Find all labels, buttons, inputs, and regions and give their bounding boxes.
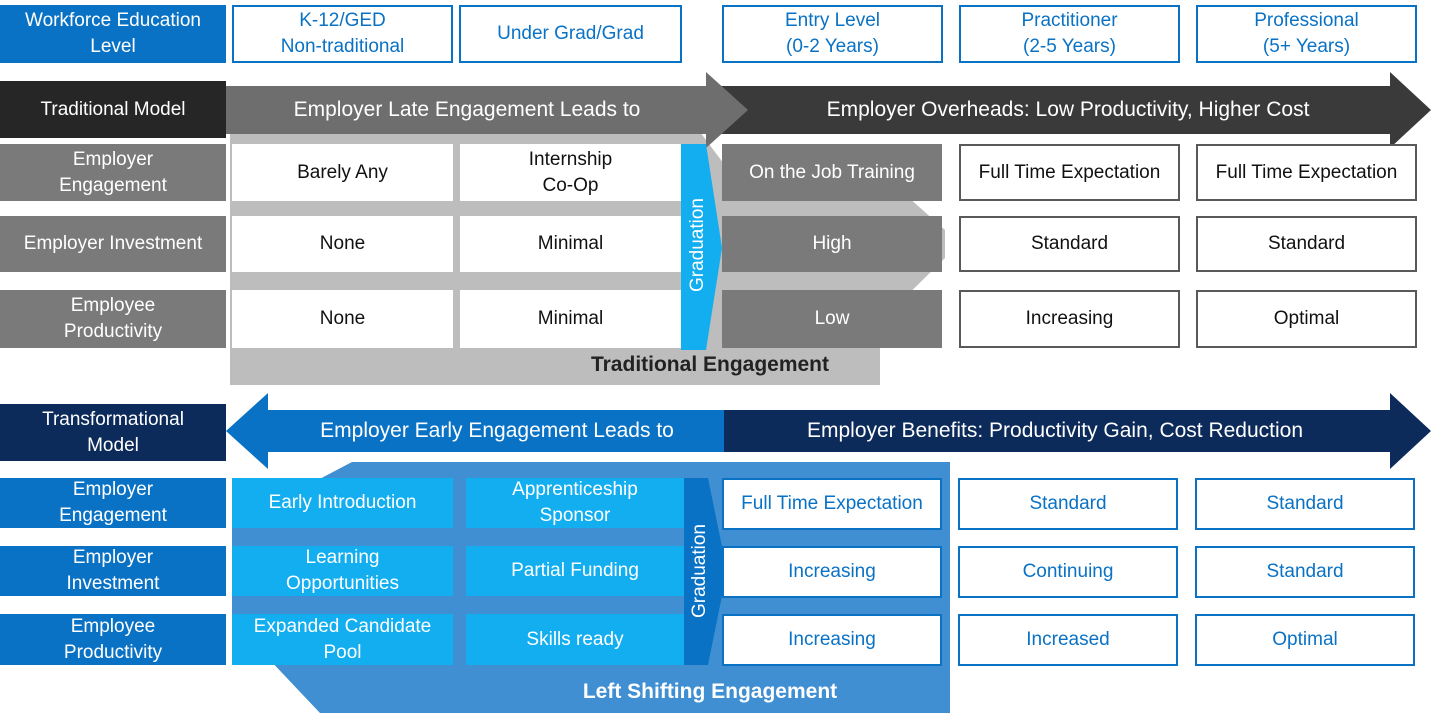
traditional-arrow-dark: [700, 72, 1431, 148]
trans-cell: Partial Funding: [466, 546, 684, 596]
trans-row-label-engagement: Employer Engagement: [0, 478, 226, 528]
trans-cell: Standard: [1195, 546, 1415, 598]
graduation-arrow-traditional: [681, 144, 722, 350]
trans-cell: Apprenticeship Sponsor: [466, 478, 684, 528]
trad-cell: Full Time Expectation: [1196, 144, 1417, 201]
level-practitioner: Practitioner (2-5 Years): [959, 5, 1180, 63]
level-k12: K-12/GED Non-traditional: [232, 5, 453, 63]
trad-cell: Standard: [1196, 216, 1417, 272]
trans-cell: Expanded Candidate Pool: [232, 614, 453, 665]
trad-cell: Optimal: [1196, 290, 1417, 348]
trans-cell: Full Time Expectation: [722, 478, 942, 530]
transformational-model-label: Transformational Model: [0, 404, 226, 461]
traditional-arrow-right-text: Employer Overheads: Low Productivity, Hi…: [826, 98, 1310, 121]
trad-row-label-engagement: Employer Engagement: [0, 144, 226, 201]
traditional-arrow-grey: [226, 72, 748, 148]
trans-row-label-productivity: Employee Productivity: [0, 614, 226, 665]
trad-cell: On the Job Training: [722, 144, 942, 201]
trad-cell: None: [232, 290, 453, 348]
trad-cell: Increasing: [959, 290, 1180, 348]
trad-row-label-investment: Employer Investment: [0, 216, 226, 272]
transformational-graduation-label: Graduation: [689, 524, 710, 619]
trans-cell: Learning Opportunities: [232, 546, 453, 596]
left-shifting-engagement-label: Left Shifting Engagement: [582, 680, 838, 703]
graduation-arrow-transformational: [684, 478, 727, 665]
trans-cell: Continuing: [958, 546, 1178, 598]
trad-cell: None: [232, 216, 453, 272]
traditional-engagement-label: Traditional Engagement: [590, 353, 830, 376]
transformational-arrow-left-text: Employer Early Engagement Leads to: [320, 419, 674, 442]
trans-cell: Standard: [958, 478, 1178, 530]
traditional-arrow-left-text: Employer Late Engagement Leads to: [293, 98, 641, 121]
level-undergrad: Under Grad/Grad: [459, 5, 682, 63]
trad-cell: Low: [722, 290, 942, 348]
education-level-label: Workforce Education Level: [0, 5, 226, 63]
trans-cell: Increased: [958, 614, 1178, 666]
traditional-model-label: Traditional Model: [0, 81, 226, 138]
traditional-graduation-label: Graduation: [687, 198, 708, 293]
trans-cell: Early Introduction: [232, 478, 453, 528]
trans-cell: Skills ready: [466, 614, 684, 665]
trad-cell: Standard: [959, 216, 1180, 272]
trad-cell: Full Time Expectation: [959, 144, 1180, 201]
trad-row-label-productivity: Employee Productivity: [0, 290, 226, 348]
trans-cell: Optimal: [1195, 614, 1415, 666]
trans-row-label-investment: Employer Investment: [0, 546, 226, 596]
trad-cell: Internship Co-Op: [460, 144, 681, 201]
trad-cell: Barely Any: [232, 144, 453, 201]
trans-cell: Increasing: [722, 614, 942, 666]
level-professional: Professional (5+ Years): [1196, 5, 1417, 63]
trans-cell: Standard: [1195, 478, 1415, 530]
trans-cell: Increasing: [722, 546, 942, 598]
transformational-arrow-right-text: Employer Benefits: Productivity Gain, Co…: [806, 419, 1304, 442]
trad-cell: Minimal: [460, 216, 681, 272]
level-entry: Entry Level (0-2 Years): [722, 5, 943, 63]
trad-cell: High: [722, 216, 942, 272]
transformational-arrow-navy: [720, 393, 1431, 469]
transformational-arrow-blue: [226, 393, 724, 469]
trad-cell: Minimal: [460, 290, 681, 348]
